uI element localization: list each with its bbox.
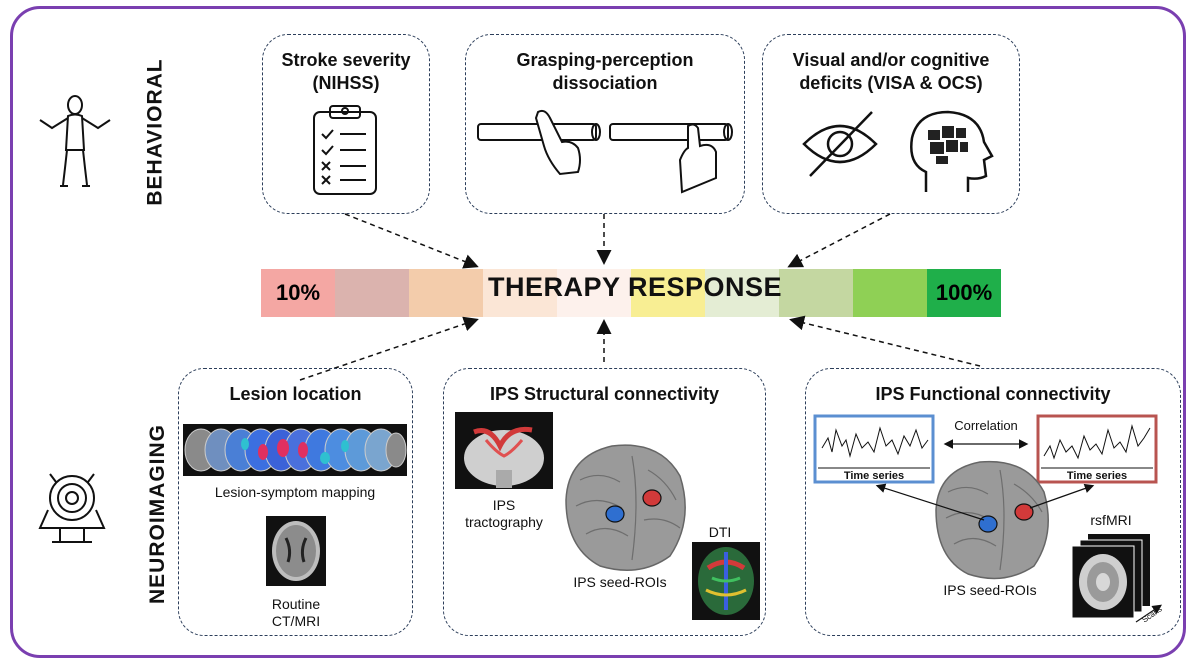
stroke-title-line1: Stroke severity	[281, 50, 411, 70]
behavioral-label: BEHAVIORAL	[143, 58, 167, 206]
stroke-severity-box: Stroke severity (NIHSS)	[262, 34, 430, 214]
visual-title-line1: Visual and/or cognitive	[792, 50, 990, 70]
structural-connectivity-box: IPS Structural connectivity	[443, 368, 766, 636]
stroke-title-line2: (NIHSS)	[312, 72, 380, 93]
functional-seed-label: IPS seed-ROIs	[943, 582, 1037, 598]
therapy-response-title: THERAPY RESPONSE	[487, 272, 783, 302]
grasping-perception-box: Grasping-perception dissociation	[465, 34, 745, 214]
bar-segment-10: 100%	[927, 269, 1001, 317]
lesion-title: Lesion location	[229, 384, 362, 404]
bar-segment-6	[631, 269, 705, 317]
therapy-response-bar: 10% 100%	[261, 269, 1001, 317]
outer-frame	[10, 6, 1186, 658]
structural-seed-label: IPS seed-ROIs	[573, 574, 667, 590]
functional-title: IPS Functional connectivity	[875, 384, 1111, 404]
lesion-location-box: Lesion location	[178, 368, 413, 636]
bar-segment-9	[853, 269, 927, 317]
bar-segment-2	[335, 269, 409, 317]
time-series-right-label: Time series	[1066, 470, 1128, 482]
lesion-mapping-caption: Lesion-symptom mapping	[214, 484, 376, 500]
visual-cognitive-box: Visual and/or cognitive deficits (VISA &…	[762, 34, 1020, 214]
correlation-label: Correlation	[954, 418, 1018, 433]
visual-title-line2: deficits (VISA & OCS)	[799, 72, 983, 93]
routine-line1: Routine	[271, 596, 321, 612]
bar-segment-4	[483, 269, 557, 317]
bar-segment-5	[557, 269, 631, 317]
functional-connectivity-box: IPS Functional connectivity	[805, 368, 1181, 636]
tractography-line1: IPS	[492, 497, 516, 513]
low-percent-label: 10%	[275, 280, 321, 305]
tractography-line2: tractography	[465, 514, 543, 530]
routine-line2: CT/MRI	[271, 613, 321, 629]
structural-title: IPS Structural connectivity	[489, 384, 720, 404]
bar-segment-3	[409, 269, 483, 317]
dti-label: DTI	[708, 524, 732, 540]
grasping-title-line2: dissociation	[552, 72, 658, 93]
high-percent-label: 100%	[935, 280, 993, 305]
bar-segment-7	[705, 269, 779, 317]
bar-segment-1: 10%	[261, 269, 335, 317]
time-series-left-label: Time series	[843, 470, 905, 482]
neuroimaging-label: NEUROIMAGING	[146, 424, 169, 604]
grasping-title-line1: Grasping-perception	[516, 50, 694, 70]
rsfmri-label: rsfMRI	[1090, 512, 1132, 528]
bar-segment-8	[779, 269, 853, 317]
